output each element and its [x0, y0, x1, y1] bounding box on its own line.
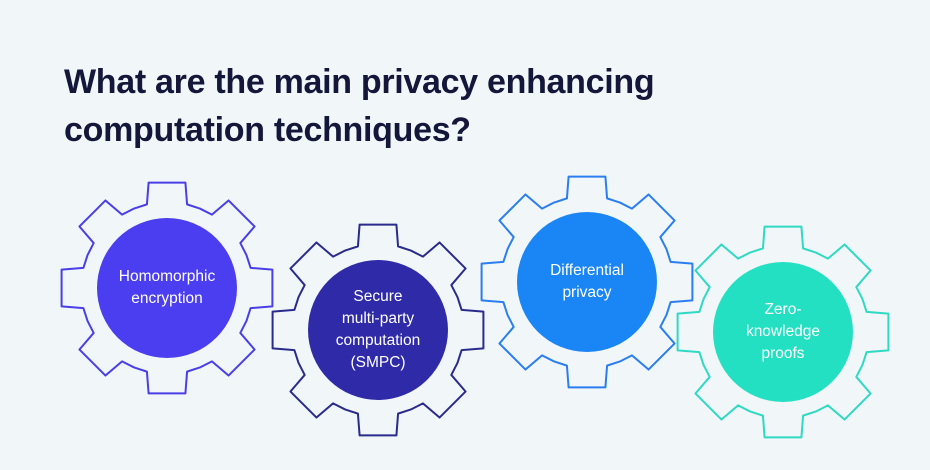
title-line-1: What are the main privacy enhancing	[64, 63, 655, 101]
page-title: What are the main privacy enhancing comp…	[64, 58, 864, 154]
gear-outline-icon	[271, 223, 485, 437]
gear-label: Differential privacy	[550, 262, 624, 301]
title-line-2: computation techniques?	[64, 111, 471, 149]
gear-secure-multi-party-computation: Secure multi-party computation (SMPC)	[268, 220, 488, 440]
gear-homomorphic-encryption: Homomorphic encryption	[57, 178, 277, 398]
gear-outline-icon	[480, 175, 694, 389]
gear-label: Homomorphic encryption	[118, 268, 216, 307]
gear-outline-icon	[60, 181, 274, 395]
gear-differential-privacy: Differential privacy	[477, 172, 697, 392]
gear-outline-icon	[676, 225, 890, 439]
gear-zero-knowledge-proofs: Zero- knowledge proofs	[673, 222, 893, 442]
gear-label: Zero- knowledge proofs	[745, 301, 821, 362]
gear-label: Secure multi-party computation (SMPC)	[335, 288, 421, 371]
